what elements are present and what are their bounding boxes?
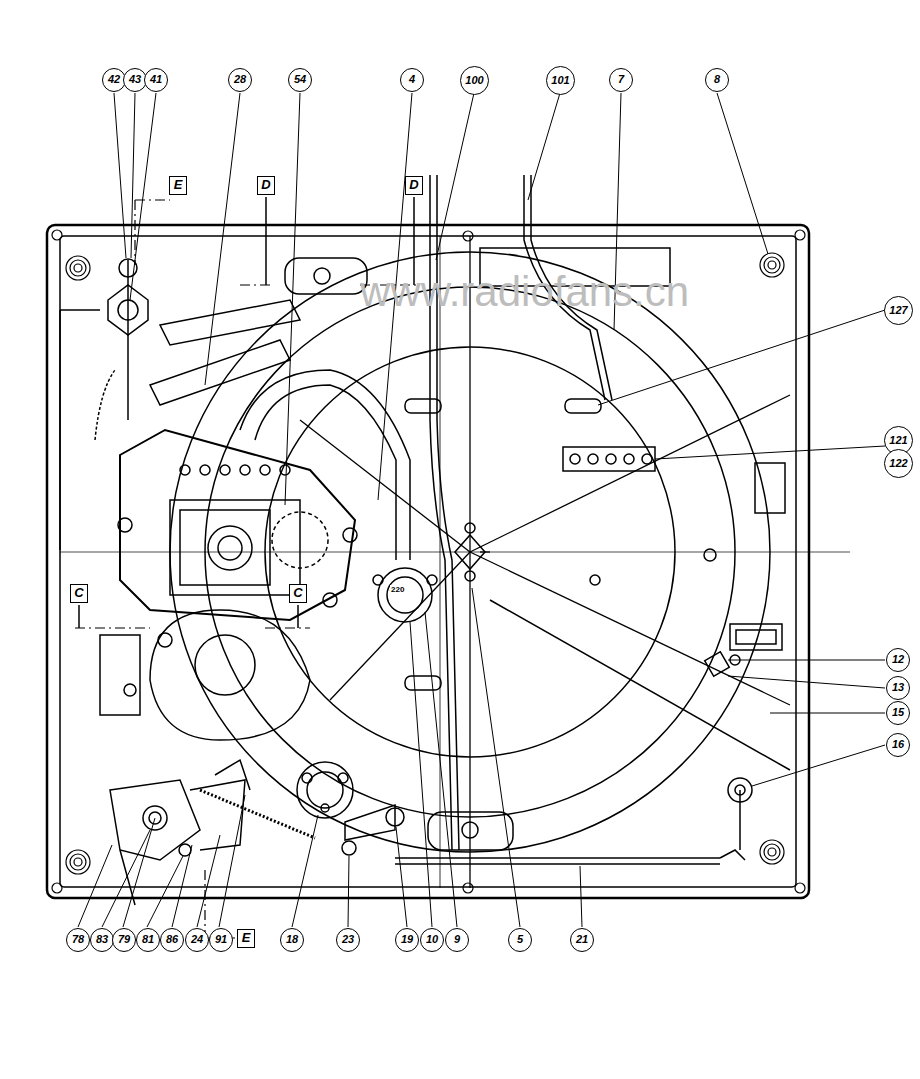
callout-number: 19 [395, 928, 419, 952]
callout-number: 83 [90, 928, 114, 952]
callout-number: 12 [886, 648, 910, 672]
callout-number: 9 [445, 928, 469, 952]
callout-number: 122 [884, 449, 913, 478]
callout-number: 10 [420, 928, 444, 952]
callout-number: 101 [546, 66, 575, 95]
section-marker: C [289, 584, 307, 603]
callout-number: 15 [886, 701, 910, 725]
callout-number: 54 [288, 68, 312, 92]
callout-number: 21 [570, 928, 594, 952]
callout-number: 78 [66, 928, 90, 952]
callout-number: 13 [886, 676, 910, 700]
callout-number: 127 [884, 296, 913, 325]
callout-number: 28 [228, 68, 252, 92]
callout-number: 24 [185, 928, 209, 952]
callout-number: 4 [400, 68, 424, 92]
callout-number: 16 [886, 733, 910, 757]
callout-number: 79 [112, 928, 136, 952]
watermark: www.radiofans.cn [360, 268, 689, 316]
callout-number: 91 [209, 928, 233, 952]
section-marker: E [169, 176, 187, 195]
callout-number: 5 [508, 928, 532, 952]
section-marker: D [257, 176, 275, 195]
section-marker: C [70, 584, 88, 603]
callout-number: 23 [336, 928, 360, 952]
section-marker: D [405, 176, 423, 195]
callout-number: 100 [460, 66, 489, 95]
motor-marking: 220 [390, 585, 405, 594]
callout-number: 41 [144, 68, 168, 92]
callout-number: 7 [609, 68, 633, 92]
section-marker: E [237, 929, 255, 948]
callout-number: 8 [705, 68, 729, 92]
callout-number: 18 [280, 928, 304, 952]
callout-number: 86 [160, 928, 184, 952]
callout-number: 81 [136, 928, 160, 952]
